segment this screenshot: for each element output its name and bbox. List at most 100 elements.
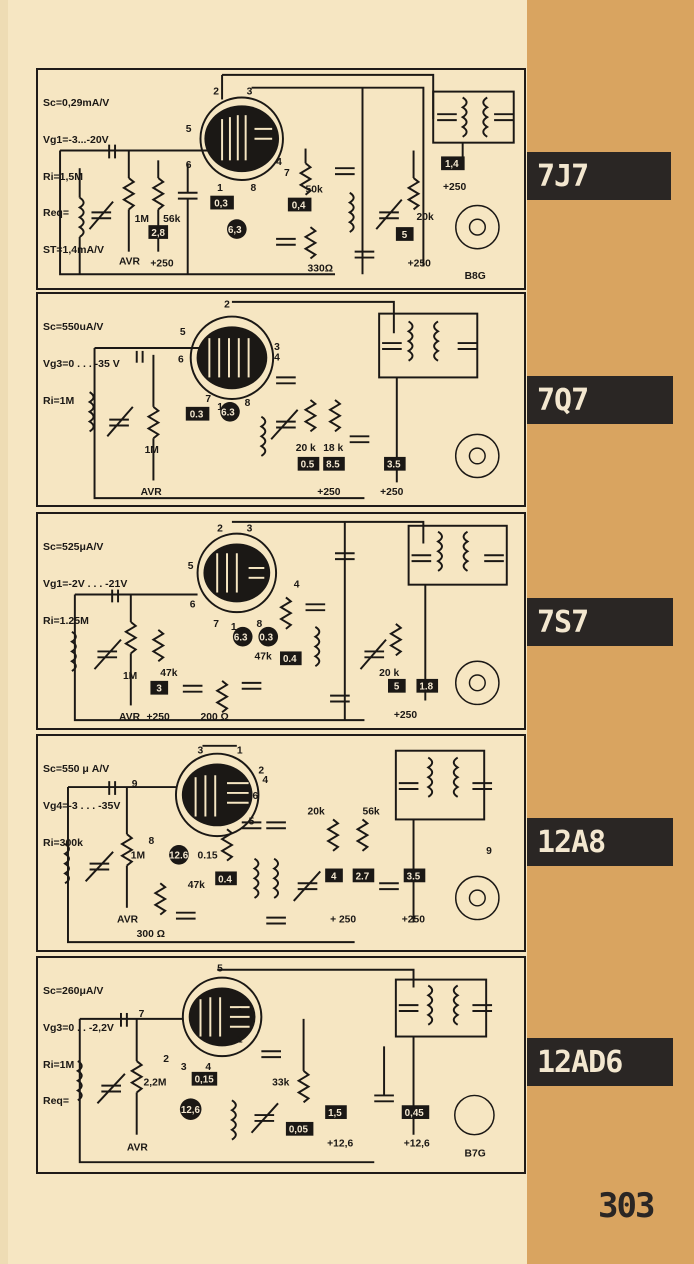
- resistor-label: 1M: [135, 214, 149, 225]
- supply-label: AVR: [119, 712, 141, 723]
- voltage-value: 12.6: [169, 851, 189, 862]
- param-line: Req=: [43, 1095, 69, 1108]
- pin-label: 3: [198, 746, 204, 757]
- param-line: Sc=260μA/V: [43, 985, 104, 998]
- param-line: Vg1=-2V . . . -21V: [43, 578, 128, 591]
- supply-label: +250: [408, 258, 431, 269]
- voltage-value: 0.3: [190, 410, 204, 421]
- tube-name: 12AD6: [537, 1044, 623, 1080]
- pin-label: 5: [249, 816, 255, 827]
- resistor-label: 330Ω: [308, 263, 333, 274]
- pin-label: 2: [163, 1054, 169, 1065]
- pin-label: 2: [224, 300, 230, 311]
- schematic-panel-12ad6: Sc=260μA/V Vg3=0 . . -2,2V Ri=1M Req=: [36, 956, 526, 1174]
- tube-tab-12ad6[interactable]: 12AD6: [527, 1038, 673, 1086]
- pin-label: 8: [256, 619, 262, 630]
- schematic-7s7: 2 3 4 5 6 7 1 8 1M 47k 47k 20 k 200 Ω 3 …: [70, 520, 508, 723]
- param-line: Ri=1M: [43, 1058, 75, 1071]
- pin-label: 6: [190, 599, 196, 610]
- pin-label: 5: [186, 124, 192, 135]
- param-line: Sc=550uA/V: [43, 321, 104, 334]
- voltage-value: 0,15: [195, 1075, 215, 1086]
- resistor-label: 56k: [163, 214, 180, 225]
- resistor-label: 47k: [254, 651, 271, 662]
- page-number: 303: [598, 1186, 655, 1226]
- voltage-value: 0,4: [292, 200, 306, 211]
- voltage-value: 1.8: [419, 682, 433, 693]
- pin-label: 8: [245, 398, 251, 409]
- resistor-label: 1M: [123, 671, 137, 682]
- supply-label: +250: [150, 258, 173, 269]
- pin-label: 3: [181, 1062, 187, 1073]
- resistor-label: 200 Ω: [201, 712, 229, 723]
- resistor-label: 47k: [188, 880, 205, 891]
- tube-parameters: Sc=550uA/V Vg3=0 . . . -35 V Ri=1M: [43, 297, 120, 431]
- supply-label: AVR: [141, 487, 163, 498]
- param-line: Vg4=-3 . . . -35V: [43, 800, 121, 813]
- schematic-7q7: 2 3 4 5 6 7 1 8 1M 20 k 18 k 0.3 6.3 0.5…: [87, 300, 500, 500]
- supply-label: +250: [147, 712, 170, 723]
- socket-type-label: B8G: [465, 271, 486, 282]
- pin-label: 7: [213, 619, 219, 630]
- voltage-value: 0,3: [214, 198, 228, 209]
- pin-label: 2: [217, 524, 223, 535]
- voltage-value: 4: [331, 871, 337, 882]
- voltage-value: 6.3: [234, 633, 248, 644]
- voltage-value: 0.15: [198, 851, 218, 862]
- socket-pinout-icon: [454, 1094, 495, 1136]
- pin-label: 1: [217, 183, 223, 194]
- pin-label: 4: [262, 775, 268, 786]
- voltage-value: 3.5: [407, 871, 421, 882]
- pin-label: 4: [274, 353, 280, 364]
- schematic-panel-12a8: Sc=550 μ A/V Vg4=-3 . . . -35V Ri=300k: [36, 734, 526, 952]
- page-edge: [0, 0, 8, 1264]
- param-line: ST=1,4mA/V: [43, 243, 104, 256]
- supply-label: AVR: [127, 1142, 149, 1153]
- resistor-label: 50k: [306, 185, 323, 196]
- voltage-value: 3: [156, 684, 162, 695]
- tube-parameters: Sc=0,29mA/V Vg1=-3...-20V Ri=1,5M Req= S…: [43, 73, 109, 280]
- param-line: Sc=550 μ A/V: [43, 763, 110, 776]
- voltage-value: 0.4: [283, 654, 297, 665]
- voltage-value: 8.5: [326, 460, 340, 471]
- tube-tab-7q7[interactable]: 7Q7: [527, 376, 673, 424]
- pin-label: 5: [217, 964, 223, 975]
- pin-label: 8: [148, 836, 154, 847]
- pin-label: 8: [251, 183, 257, 194]
- resistor-label: 33k: [272, 1078, 289, 1089]
- socket-pinout-icon: [454, 660, 500, 706]
- schematic-panel-7j7: Sc=0,29mA/V Vg1=-3...-20V Ri=1,5M Req= S…: [36, 68, 526, 290]
- param-line: Sc=525μA/V: [43, 541, 104, 554]
- voltage-value: 2.7: [356, 871, 370, 882]
- tube-name: 12A8: [537, 824, 606, 860]
- param-line: Sc=0,29mA/V: [43, 97, 110, 110]
- pin-label: 3: [247, 524, 253, 535]
- param-line: Vg3=0 . . -2,2V: [43, 1022, 114, 1035]
- pin-label: 1: [237, 746, 243, 757]
- resistor-label: 1M: [131, 851, 145, 862]
- supply-label: +12,6: [404, 1138, 430, 1149]
- tube-parameters: Sc=260μA/V Vg3=0 . . -2,2V Ri=1M Req=: [43, 961, 114, 1132]
- pin-label: 3: [247, 87, 253, 98]
- pin-label: 2: [258, 765, 264, 776]
- resistor-label: 300 Ω: [137, 929, 165, 940]
- pin-label: 6: [178, 355, 184, 366]
- pin-label: 5: [180, 327, 186, 338]
- resistor-label: 20k: [308, 807, 325, 818]
- resistor-label: 56k: [362, 807, 379, 818]
- param-line: Ri=1.25M: [43, 614, 89, 627]
- pin-label: 6: [253, 791, 259, 802]
- supply-label: +12,6: [327, 1138, 353, 1149]
- tube-tab-7s7[interactable]: 7S7: [527, 598, 673, 646]
- supply-label: +250: [394, 710, 417, 721]
- resistor-label: 18 k: [323, 443, 343, 454]
- supply-label: + 250: [330, 915, 356, 926]
- pin-label: 6: [186, 160, 192, 171]
- tube-tab-7j7[interactable]: 7J7: [527, 152, 671, 200]
- voltage-value: 0.4: [218, 874, 232, 885]
- schematic-12a8: 3 1 4 9 2 6 5 8 9 1M 47k 20k 56k 300 Ω 1…: [63, 744, 500, 944]
- tube-tab-12a8[interactable]: 12A8: [527, 818, 673, 866]
- supply-label: +250: [443, 182, 466, 193]
- resistor-label: 1M: [145, 445, 159, 456]
- schematic-panel-7s7: Sc=525μA/V Vg1=-2V . . . -21V Ri=1.25M: [36, 512, 526, 730]
